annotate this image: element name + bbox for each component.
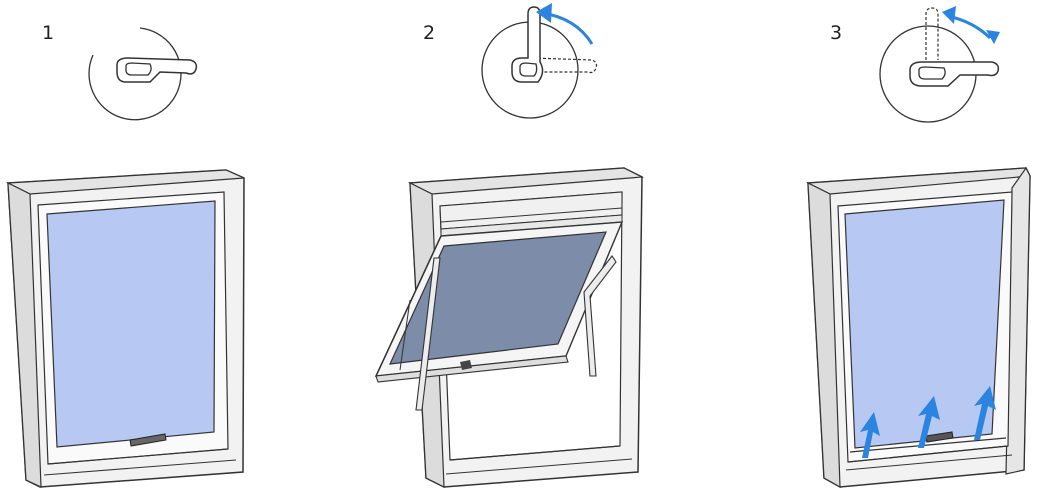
step-2: 2 bbox=[340, 0, 690, 491]
handle-closed-icon bbox=[88, 27, 198, 121]
handle-back-icon bbox=[879, 6, 1000, 123]
step-number: 1 bbox=[42, 22, 55, 44]
awning-open-window-icon bbox=[374, 167, 645, 488]
vent-window-icon bbox=[805, 166, 1031, 489]
glass-pane bbox=[844, 199, 1005, 449]
handle-up-icon bbox=[481, 3, 598, 119]
glass-pane bbox=[389, 231, 607, 365]
glass-pane bbox=[46, 200, 216, 448]
step-3: 3 bbox=[690, 0, 1039, 491]
step-number: 2 bbox=[423, 22, 436, 44]
step-1: 1 bbox=[0, 0, 340, 491]
step-number: 3 bbox=[830, 22, 843, 44]
airflow-arrows bbox=[860, 386, 996, 458]
closed-window-icon bbox=[5, 169, 245, 488]
